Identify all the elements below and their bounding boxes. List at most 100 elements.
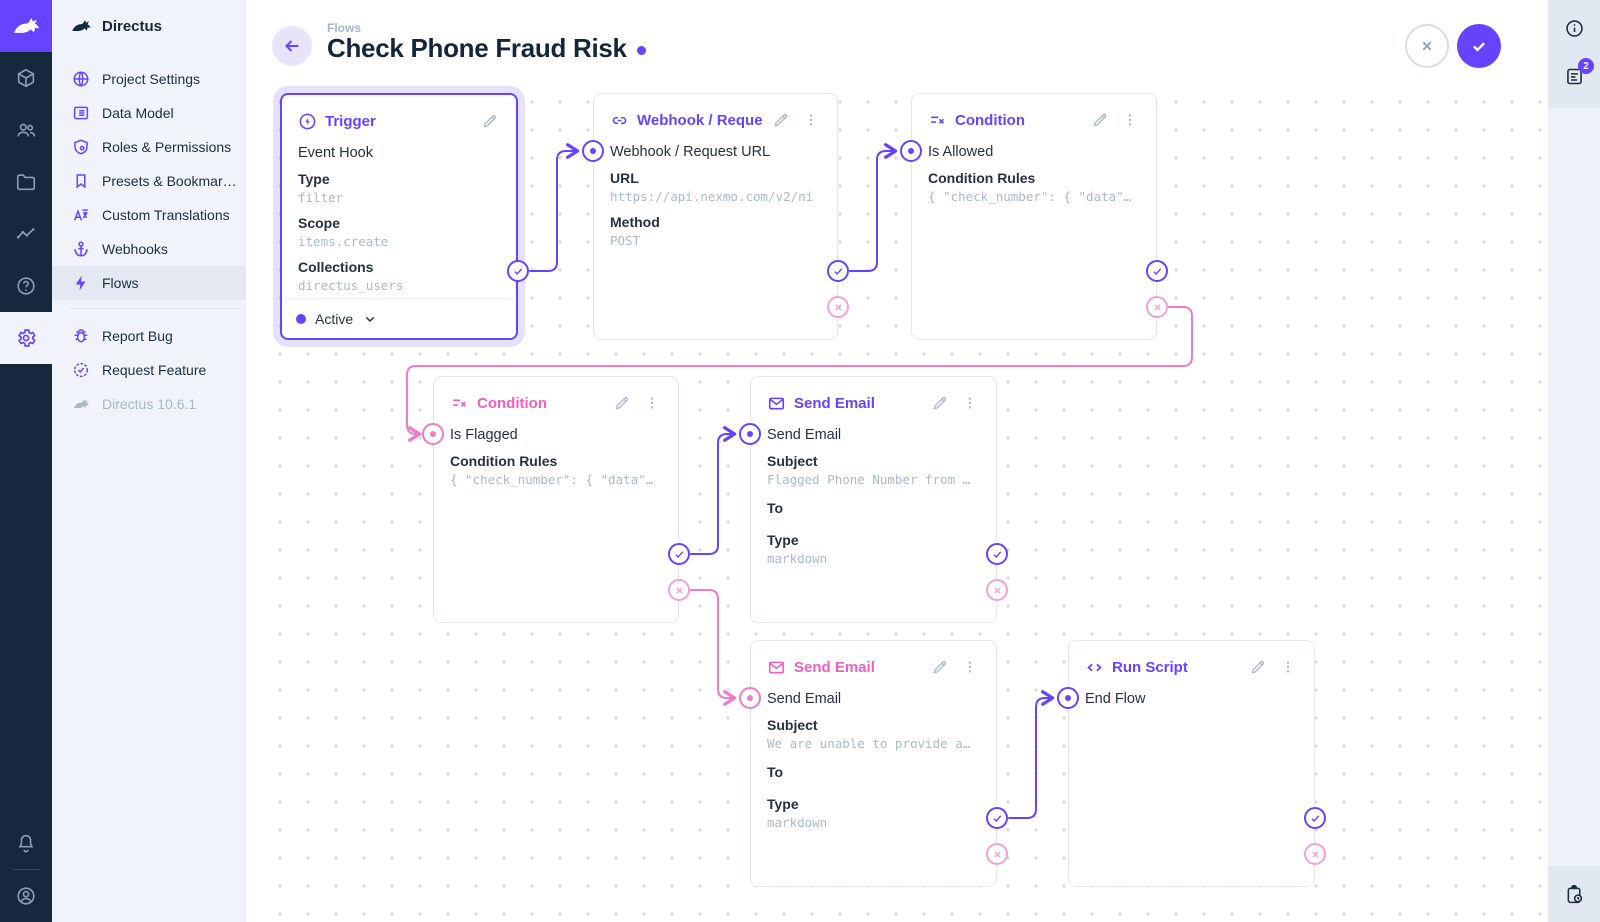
reject-connector[interactable]: [986, 579, 1008, 601]
nav-item-custom-translations[interactable]: Custom Translations: [52, 198, 246, 232]
panel-condition-allowed[interactable]: Condition Is Allowed Condition Rules { "…: [911, 93, 1157, 340]
logs-sidebar-button[interactable]: 2: [1552, 52, 1596, 100]
globe-icon: [72, 70, 90, 88]
more-menu-icon[interactable]: [1278, 657, 1298, 677]
help-icon: [17, 277, 35, 295]
page-title: Check Phone Fraud Risk: [327, 33, 627, 63]
field-value: POST: [610, 233, 641, 248]
bolt-icon: [72, 274, 90, 292]
cancel-edits-button[interactable]: [1405, 24, 1449, 68]
operation-name: Event Hook: [298, 145, 373, 161]
panel-title: Condition: [477, 394, 547, 412]
gear-icon: [18, 329, 36, 347]
panel-title: Send Email: [794, 394, 875, 412]
resolve-connector[interactable]: [507, 260, 529, 282]
flow-status-toggle[interactable]: Active: [282, 298, 516, 338]
chevron-down-icon: [365, 316, 375, 322]
edit-pencil-icon[interactable]: [612, 393, 632, 413]
user-avatar-button[interactable]: [0, 870, 52, 922]
code-icon: [1085, 658, 1104, 677]
edit-pencil-icon[interactable]: [930, 657, 950, 677]
info-sidebar-button[interactable]: [1552, 4, 1596, 52]
input-connector[interactable]: [422, 423, 444, 445]
notifications-button[interactable]: [0, 817, 52, 869]
reject-connector[interactable]: [1146, 296, 1168, 318]
reject-connector[interactable]: [986, 843, 1008, 865]
directus-logo[interactable]: [0, 0, 52, 52]
more-menu-icon[interactable]: [960, 393, 980, 413]
user-directory-module-button[interactable]: [0, 104, 52, 156]
nav-item-project-settings[interactable]: Project Settings: [52, 62, 246, 96]
panel-webhook[interactable]: Webhook / Request URL Webhook / Request …: [593, 93, 838, 340]
nav-item-label: Custom Translations: [102, 207, 230, 223]
field-label: Type: [767, 532, 799, 548]
nav-header[interactable]: Directus: [52, 0, 246, 52]
trigger-bolt-icon: [298, 112, 317, 131]
more-menu-icon[interactable]: [801, 110, 821, 130]
file-library-module-button[interactable]: [0, 156, 52, 208]
edit-pencil-icon[interactable]: [480, 111, 500, 131]
field-label: Condition Rules: [928, 170, 1036, 186]
bookmark-icon: [72, 172, 90, 190]
revisions-sidebar-button[interactable]: [1552, 870, 1596, 918]
pulse-icon: [16, 228, 35, 239]
input-connector[interactable]: [739, 423, 761, 445]
reject-connector[interactable]: [827, 296, 849, 318]
panel-condition-flagged[interactable]: Condition Is Flagged Condition Rules { "…: [433, 376, 679, 623]
panel-trigger[interactable]: Trigger Event Hook Type filter Scope ite…: [280, 93, 518, 340]
back-button[interactable]: [272, 26, 312, 66]
panel-send-email-flagged[interactable]: Send Email Send Email Subject Flagged Ph…: [750, 376, 997, 623]
nav-item-data-model[interactable]: Data Model: [52, 96, 246, 130]
field-value: We are unable to provide a…: [767, 736, 971, 751]
field-value: markdown: [767, 551, 828, 566]
panel-title: Webhook / Request URL: [637, 111, 763, 129]
resolve-connector[interactable]: [986, 543, 1008, 565]
field-label: To: [767, 764, 784, 780]
more-menu-icon[interactable]: [642, 393, 662, 413]
unsaved-indicator-dot: [636, 46, 646, 55]
save-button[interactable]: [1457, 24, 1501, 68]
input-connector[interactable]: [1057, 687, 1079, 709]
more-menu-icon[interactable]: [960, 657, 980, 677]
breadcrumb[interactable]: Flows: [327, 21, 362, 35]
nav-item-roles-permissions[interactable]: Roles & Permissions: [52, 130, 246, 164]
resolve-connector[interactable]: [1146, 260, 1168, 282]
panel-title: Trigger: [325, 112, 376, 130]
feature-icon: [72, 361, 90, 379]
insights-module-button[interactable]: [0, 208, 52, 260]
edit-pencil-icon[interactable]: [771, 110, 791, 130]
edit-pencil-icon[interactable]: [1090, 110, 1110, 130]
content-module-button[interactable]: [0, 52, 52, 104]
rabbit-icon: [72, 20, 91, 32]
nav-item-presets-bookmarks[interactable]: Presets & Bookmar…: [52, 164, 246, 198]
nav-item-request-feature[interactable]: Request Feature: [52, 353, 246, 387]
version-label: Directus 10.6.1: [52, 387, 246, 421]
nav-item-webhooks[interactable]: Webhooks: [52, 232, 246, 266]
more-menu-icon[interactable]: [1120, 110, 1140, 130]
mail-icon: [767, 394, 786, 413]
input-connector[interactable]: [739, 687, 761, 709]
revisions-clock-icon: [1567, 884, 1582, 903]
nav-item-flows[interactable]: Flows: [52, 266, 246, 300]
info-icon: [1565, 19, 1583, 37]
resolve-connector[interactable]: [668, 543, 690, 565]
reject-connector[interactable]: [668, 579, 690, 601]
resolve-connector[interactable]: [1304, 807, 1326, 829]
edit-pencil-icon[interactable]: [930, 393, 950, 413]
docs-module-button[interactable]: [0, 260, 52, 312]
settings-module-button[interactable]: [0, 312, 52, 364]
edit-pencil-icon[interactable]: [1248, 657, 1268, 677]
resolve-connector[interactable]: [827, 260, 849, 282]
nav-item-report-bug[interactable]: Report Bug: [52, 319, 246, 353]
field-label: Scope: [298, 215, 341, 231]
input-connector[interactable]: [582, 140, 604, 162]
field-value: markdown: [767, 815, 828, 830]
panel-run-script[interactable]: Run Script End Flow: [1068, 640, 1315, 887]
panel-send-email-unable[interactable]: Send Email Send Email Subject We are una…: [750, 640, 997, 887]
reject-connector[interactable]: [1304, 843, 1326, 865]
field-value: { "check_number": { "data"…: [928, 189, 1132, 204]
field-label: Subject: [767, 717, 818, 733]
resolve-connector[interactable]: [986, 807, 1008, 829]
input-connector[interactable]: [900, 140, 922, 162]
nav-item-label: Request Feature: [102, 362, 207, 378]
